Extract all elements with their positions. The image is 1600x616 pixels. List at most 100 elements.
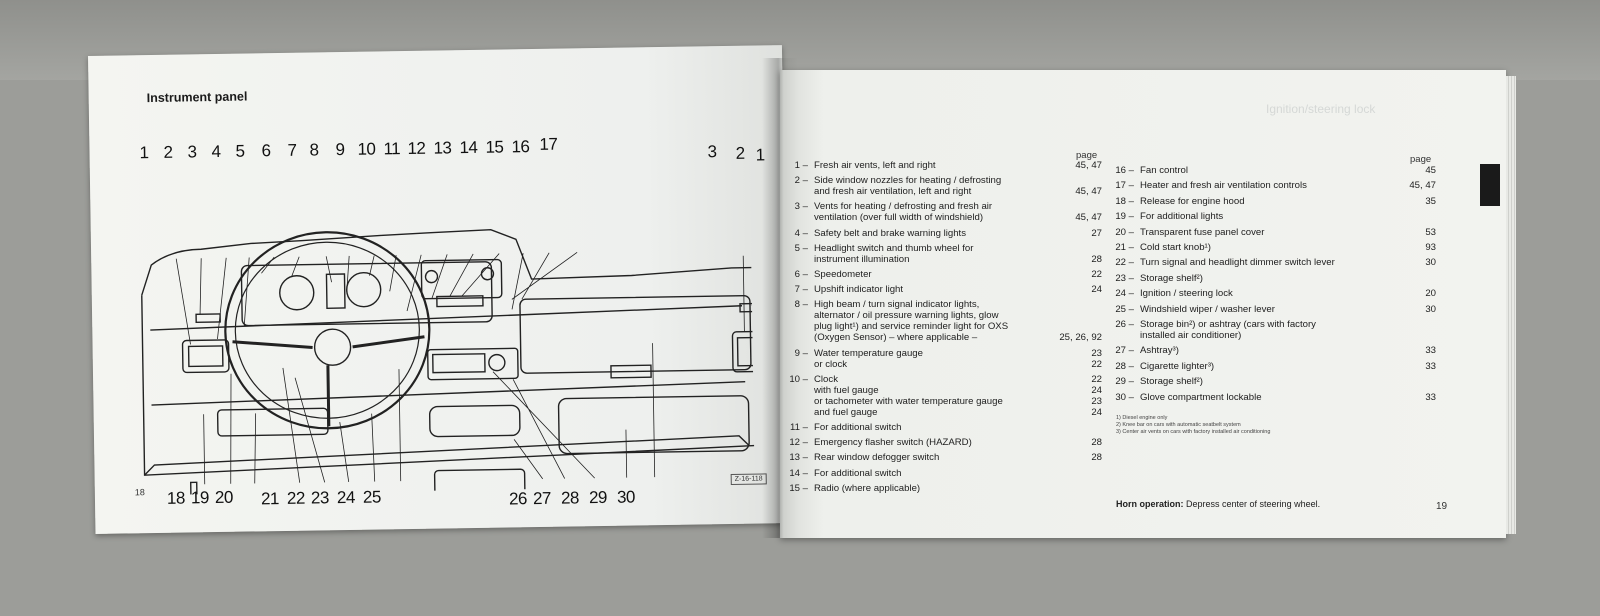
item-text: Radio (where applicable) [814,482,921,494]
footnote-1: 1) Diesel engine only [1116,415,1168,421]
item-text: Transparent fuse panel cover [1140,226,1265,238]
item-text: Vents for heating / defrosting and fresh… [814,201,993,213]
section-tab-marker [1480,164,1500,206]
item-page: 22 [1091,358,1102,370]
item-number: 21 – [1115,242,1134,253]
list-item: 27 –Ashtray³)33 [1112,345,1436,356]
item-page: 45 [1425,165,1436,176]
item-text: instrument illumination [814,253,910,265]
item-text: Storage shelf²) [1140,376,1203,388]
footnotes: 1) Diesel engine only 2) Knee bar on car… [1116,415,1270,436]
list-item: 8 – High beam / turn signal indicator lig… [786,299,1102,310]
item-number: 7 – [794,284,808,296]
callout-23: 23 [310,488,330,508]
item-text: For additional switch [814,422,902,433]
item-text: Storage bin²) or ashtray (cars with fact… [1140,319,1316,330]
horn-text: Depress center of steering wheel. [1186,499,1321,509]
item-number: 3 – [794,201,808,213]
item-number: 24 – [1115,288,1134,300]
item-text: Ashtray³) [1140,345,1179,357]
callout-24: 24 [336,487,356,508]
item-text: Turn signal and headlight dimmer switch … [1140,257,1335,269]
callout-30: 30 [616,487,636,507]
item-text: Rear window defogger switch [814,452,940,464]
item-page: 28 [1091,452,1102,464]
item-text: Cigarette lighter³) [1140,360,1215,372]
item-page: 45, 47 [1075,186,1102,198]
item-number: 23 – [1115,272,1134,284]
list-item: 12 –Emergency flasher switch (HAZARD)28 [786,437,1102,448]
item-page: 20 [1425,288,1436,300]
item-number: 17 – [1115,180,1134,192]
list-item: 26 –Storage bin²) or ashtray (cars with … [1112,319,1436,330]
item-text: (Oxygen Sensor) – where applicable – [814,332,978,344]
item-number: 20 – [1115,226,1134,238]
item-page: 22 [1091,373,1102,385]
item-page: 33 [1425,360,1436,372]
item-number: 18 – [1115,195,1134,207]
list-item: 29 – Storage shelf²) [1112,376,1436,387]
item-number: 16 – [1115,165,1134,176]
item-text: plug light¹) and service reminder light … [814,321,1009,333]
item-text: Heater and fresh air ventilation control… [1140,180,1307,192]
horn-label: Horn operation: [1116,499,1184,509]
callout-29: 29 [588,487,608,508]
callout-27: 27 [532,488,552,509]
item-page: 45, 47 [1409,180,1436,192]
item-page: 45, 47 [1075,212,1102,224]
item-page: 93 [1425,242,1436,253]
list-item: 5 –Headlight switch and thumb wheel for [786,243,1102,254]
callout-28: 28 [560,488,580,508]
item-number: 19 – [1115,211,1134,223]
item-page: 30 [1425,303,1436,315]
item-text: High beam / turn signal indicator lights… [814,299,980,311]
list-item: 19 –For additional lights [1112,211,1436,222]
page-number-left: 18 [134,487,145,498]
item-number: 11 – [790,422,808,433]
item-text: Glove compartment lockable [1140,391,1262,403]
item-number: 15 – [789,482,808,494]
item-text: Ignition / steering lock [1140,288,1233,300]
item-text: alternator / oil pressure warning lights… [814,310,999,322]
item-number: 12 – [789,437,808,449]
item-number: 8 – [794,299,808,311]
item-page: 22 [1091,269,1102,280]
callout-22: 22 [286,488,306,508]
list-item: 22 –Turn signal and headlight dimmer swi… [1112,257,1436,268]
callout-25: 25 [362,487,382,507]
page-column-header-right: page [1410,154,1432,165]
item-page: 24 [1091,384,1102,396]
item-page: 35 [1425,195,1436,207]
item-page: 28 [1091,253,1102,265]
item-text: Water temperature gauge [814,347,923,359]
list-item: 3 – Vents for heating / defrosting and fr… [786,201,1102,212]
list-item: 15 – Radio (where applicable) [786,483,1102,494]
left-page: Instrument panel 1 2 3 4 5 6 7 8 9 10 11… [88,45,790,534]
item-page: 23 [1091,347,1102,359]
item-text: Side window nozzles for heating / defros… [814,175,1002,187]
item-text: Clock [814,373,838,385]
callout-18: 18 [166,488,186,508]
item-text: Cold start knob¹) [1140,242,1211,253]
item-text: or clock [814,358,848,370]
item-number: 27 – [1115,345,1134,357]
item-text: Headlight switch and thumb wheel for [814,242,974,254]
item-page: 45, 47 [1075,160,1102,171]
item-number: 29 – [1115,376,1134,388]
list-item: 17 – Heater and fresh air ventilation con… [1112,180,1436,191]
page-edge [1506,76,1516,534]
item-text: Fresh air vents, left and right [814,160,936,171]
right-page: Ignition/steering lock page page 1 –Fres… [780,70,1516,538]
item-text: ventilation (over full width of windshie… [814,212,984,224]
list-item: 14 –For additional switch [786,468,1102,479]
item-number: 30 – [1115,391,1134,403]
book-gutter [762,58,798,538]
callout-19: 19 [190,488,210,508]
